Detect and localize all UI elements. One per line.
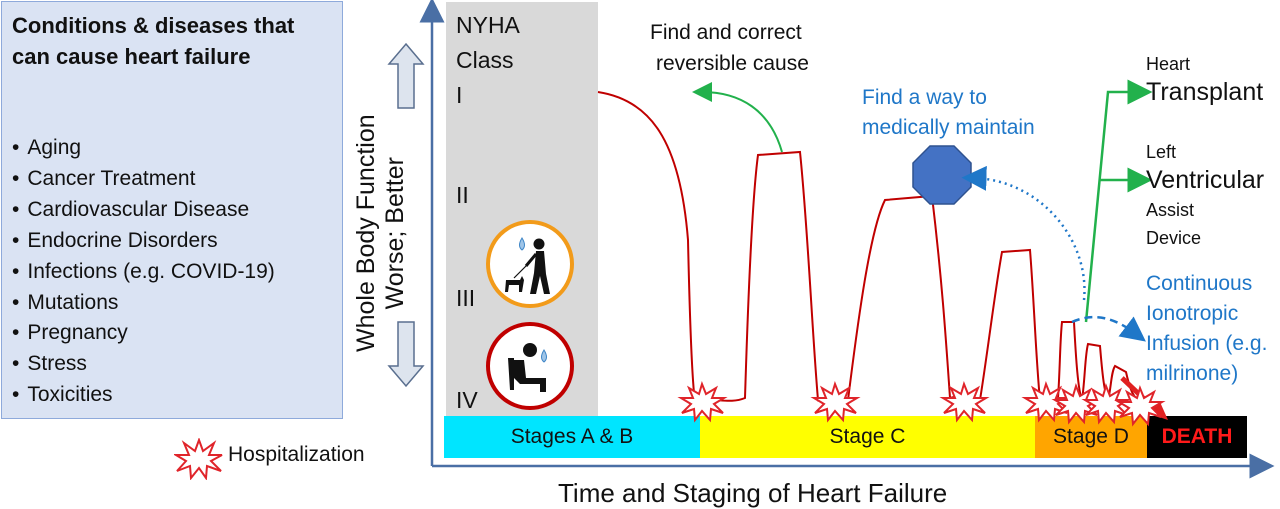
list-item: Infections (e.g. COVID-19): [12, 257, 274, 288]
hospitalization-burst-icon: [174, 438, 223, 480]
stop-sign-octagon: [912, 145, 972, 205]
list-item: Stress: [12, 349, 275, 380]
hospitalization-burst: [1021, 380, 1072, 423]
list-item: Pregnancy: [12, 318, 275, 349]
stage-death-bar: DEATH: [1147, 416, 1247, 458]
list-item: Aging: [12, 133, 275, 164]
nyha-class-1: I: [456, 82, 463, 108]
infusion-arrow: [1071, 315, 1146, 342]
nyha-heading-line2: Class: [456, 47, 514, 73]
lvad-line3: Assist: [1146, 200, 1195, 220]
reversible-cause-arrow: [692, 82, 783, 153]
conditions-title: Conditions & diseases that can cause hea…: [12, 13, 295, 69]
medically-maintain-arrow: [961, 165, 1086, 301]
hospitalization-burst: [1081, 382, 1132, 425]
reversible-cause-line1: Find and correct: [650, 21, 802, 44]
transplant-small-label: Heart: [1146, 54, 1191, 74]
hospitalization-label: Hospitalization: [228, 443, 365, 466]
lvad-small-label: Left: [1146, 142, 1177, 162]
nyha-class-3: III: [456, 285, 476, 311]
list-item: Mutations: [12, 288, 275, 319]
seated-breathless-icon: [486, 322, 574, 410]
nyha-heading-line1: NYHA: [456, 12, 520, 38]
stage-d-bar: Stage D: [1035, 416, 1147, 458]
lvad-line4: Device: [1146, 228, 1202, 248]
infusion-line3: Infusion (e.g.: [1146, 332, 1268, 355]
stage-c-bar: Stage C: [700, 416, 1035, 458]
maintain-line2: medically maintain: [862, 116, 1035, 139]
hospitalization-burst: [939, 380, 990, 423]
hospitalization-burst: [810, 380, 861, 423]
lvad-label: Ventricular: [1146, 166, 1265, 194]
transplant-label: Transplant: [1146, 78, 1264, 106]
list-item: Toxicities: [12, 380, 275, 411]
better-arrow-icon: [387, 42, 425, 109]
hospitalization-burst: [677, 380, 728, 423]
maintain-line1: Find a way to: [862, 86, 987, 109]
walking-dog-breathless-icon: [486, 220, 574, 308]
hospitalization-burst: [1115, 384, 1166, 427]
stage-ab-bar: Stages A & B: [444, 416, 700, 458]
transplant-arrow: [1084, 79, 1153, 323]
infusion-line4: milrinone): [1146, 362, 1239, 385]
conditions-list: Aging Cancer Treatment Cardiovascular Di…: [12, 133, 275, 411]
infusion-line1: Continuous: [1146, 272, 1253, 295]
list-item: Cardiovascular Disease: [12, 195, 275, 226]
list-item: Endocrine Disorders: [12, 226, 275, 257]
worse-arrow-icon: [387, 321, 425, 388]
x-axis-label: Time and Staging of Heart Failure: [558, 478, 948, 508]
infusion-line2: Ionotropic: [1146, 302, 1239, 325]
nyha-class-2: II: [456, 182, 469, 208]
nyha-class-4: IV: [456, 387, 478, 413]
hospitalization-bursts: [677, 380, 1166, 427]
reversible-cause-line2: reversible cause: [656, 52, 809, 75]
list-item: Cancer Treatment: [12, 164, 275, 195]
